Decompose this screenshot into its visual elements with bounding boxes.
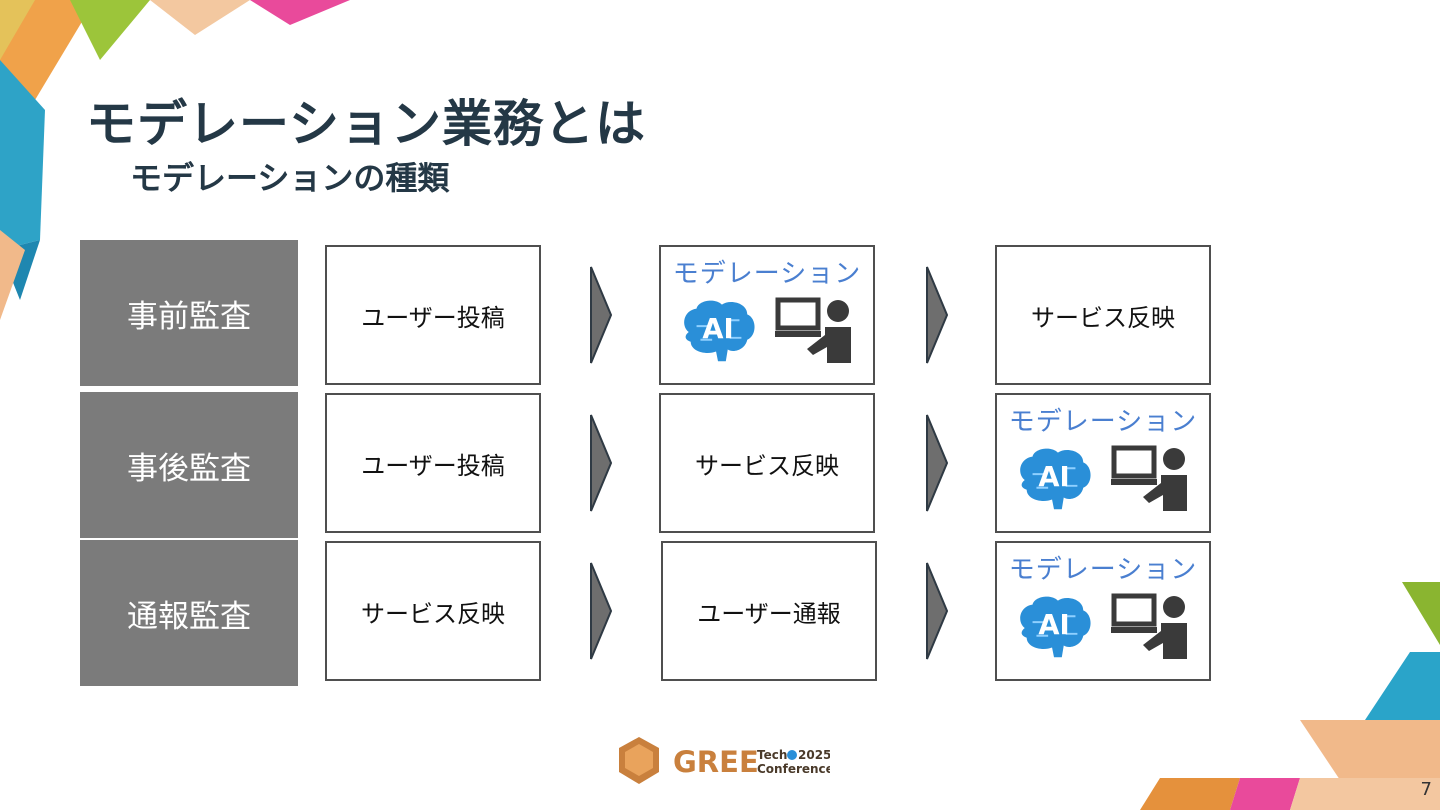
logo-brand: GREE (673, 745, 759, 779)
row-label-pre-audit: 事前監査 (80, 240, 298, 386)
svg-text:AI: AI (702, 314, 733, 345)
logo-line2: Conference (757, 762, 830, 776)
step-cell: サービス反映 (659, 393, 875, 533)
moderation-cell: モデレーション AI (995, 393, 1211, 533)
chevron-right-icon (926, 266, 948, 364)
logo-line1: Tech (757, 748, 787, 762)
row-label-post-audit: 事後監査 (80, 392, 298, 538)
moderation-label: モデレーション (1008, 555, 1198, 585)
step-cell: ユーザー通報 (661, 541, 877, 681)
person-at-computer-icon (775, 297, 851, 363)
chevron-right-icon (926, 414, 948, 512)
step-cell: ユーザー投稿 (325, 393, 541, 533)
chevron-right-icon (590, 562, 612, 660)
ai-brain-icon: AI (684, 300, 755, 362)
slide-subtitle: モデレーションの種類 (130, 159, 450, 197)
chevron-right-icon (590, 266, 612, 364)
logo-year: 2025 (798, 748, 830, 762)
gree-tech-conference-logo: GREE Tech 2025 Conference (619, 737, 830, 784)
chevron-right-icon (590, 414, 612, 512)
moderation-cell: モデレーション AI (995, 541, 1211, 681)
person-at-computer-icon (1111, 445, 1187, 511)
ai-brain-icon: AI (1020, 596, 1091, 658)
page-number: 7 (1420, 779, 1432, 800)
step-cell: ユーザー投稿 (325, 245, 541, 385)
moderation-label: モデレーション (672, 259, 862, 289)
svg-text:AI: AI (1038, 462, 1069, 493)
person-at-computer-icon (1111, 593, 1187, 659)
row-label-report-audit: 通報監査 (80, 540, 298, 686)
ai-brain-icon: AI (1020, 448, 1091, 510)
slide-title: モデレーション業務とは (86, 95, 646, 153)
moderation-label: モデレーション (1008, 407, 1198, 437)
svg-text:AI: AI (1038, 610, 1069, 641)
chevron-right-icon (926, 562, 948, 660)
step-cell: サービス反映 (325, 541, 541, 681)
moderation-cell: モデレーション AI (659, 245, 875, 385)
step-cell: サービス反映 (995, 245, 1211, 385)
